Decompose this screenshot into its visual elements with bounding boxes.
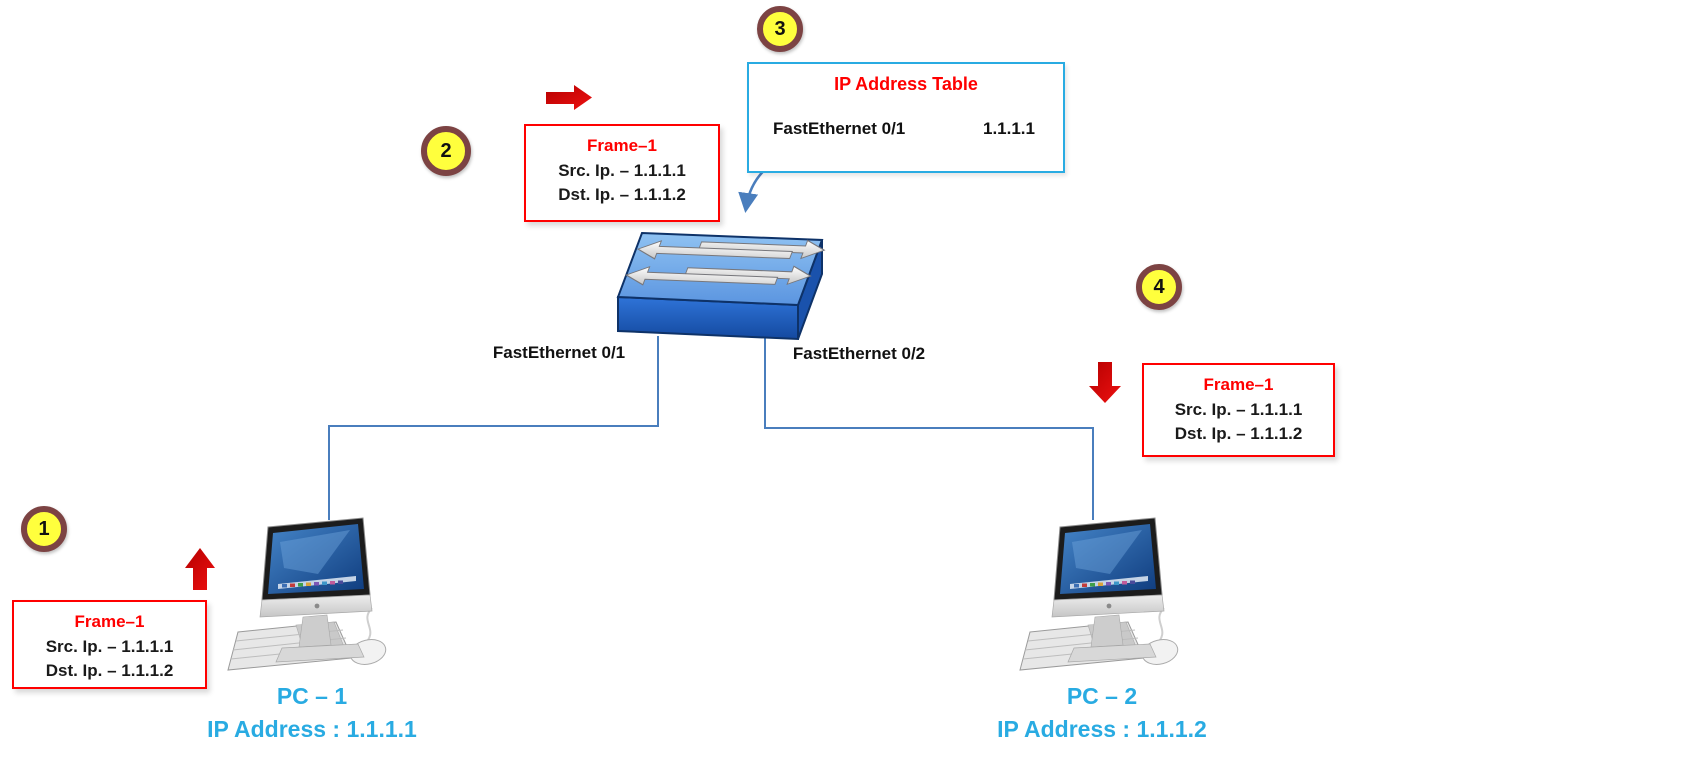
arrow-right-icon — [546, 85, 592, 110]
pc1-icon — [227, 517, 390, 671]
step-badge-1-number: 1 — [38, 517, 50, 540]
connector-switch-pc2 — [764, 336, 1094, 520]
step-badge-3-number: 3 — [774, 17, 786, 40]
frame-dst-ip: Dst. Ip. – 1.1.1.2 — [558, 185, 686, 204]
pc2-name-label: PC – 2 — [1066, 683, 1138, 709]
frame-title: Frame–1 — [587, 136, 657, 155]
frame-src-ip: Src. Ip. – 1.1.1.1 — [1174, 400, 1303, 419]
step-badge-2: 2 — [421, 126, 471, 176]
port-label-fastethernet-0-2: FastEthernet 0/2 — [792, 344, 926, 363]
step-badge-1: 1 — [21, 506, 67, 552]
frame-dst-ip: Dst. Ip. – 1.1.1.2 — [45, 661, 174, 680]
ip-table-title: IP Address Table — [834, 74, 978, 94]
pc1-name-label: PC – 1 — [276, 683, 348, 709]
frame-dst-ip: Dst. Ip. – 1.1.1.2 — [1174, 424, 1303, 443]
ip-table-ip-cell: 1.1.1.1 — [983, 119, 1035, 138]
pc2-icon — [1019, 517, 1182, 671]
arrow-up-icon — [185, 548, 215, 590]
frame-1-box-pc1: Frame–1 Src. Ip. – 1.1.1.1 Dst. Ip. – 1.… — [12, 600, 207, 689]
frame-1-box-pc2: Frame–1 Src. Ip. – 1.1.1.1 Dst. Ip. – 1.… — [1142, 363, 1335, 457]
frame-title: Frame–1 — [1203, 375, 1274, 394]
step-badge-2-number: 2 — [440, 139, 452, 162]
ip-table-interface-cell: FastEthernet 0/1 — [773, 119, 906, 138]
step-badge-4-number: 4 — [1153, 275, 1165, 298]
connector-switch-pc1 — [328, 336, 659, 520]
frame-1-box-switch: Frame–1 Src. Ip. – 1.1.1.1 Dst. Ip. – 1.… — [524, 124, 720, 222]
ip-table-row: FastEthernet 0/1 1.1.1.1 — [749, 119, 1063, 139]
arrow-down-icon — [1089, 362, 1121, 403]
step-badge-4: 4 — [1136, 264, 1182, 310]
frame-src-ip: Src. Ip. – 1.1.1.1 — [558, 161, 686, 180]
frame-src-ip: Src. Ip. – 1.1.1.1 — [45, 637, 174, 656]
frame-title: Frame–1 — [74, 612, 145, 631]
port-label-fastethernet-0-1: FastEthernet 0/1 — [492, 343, 626, 362]
pc1-ip-label: IP Address : 1.1.1.1 — [207, 716, 417, 742]
pc2-ip-label: IP Address : 1.1.1.2 — [997, 716, 1207, 742]
switch-icon — [616, 231, 826, 341]
step-badge-3: 3 — [757, 6, 803, 52]
switch-traffic-arrows-icon — [625, 239, 826, 286]
ip-address-table: IP Address Table FastEthernet 0/1 1.1.1.… — [747, 62, 1065, 173]
